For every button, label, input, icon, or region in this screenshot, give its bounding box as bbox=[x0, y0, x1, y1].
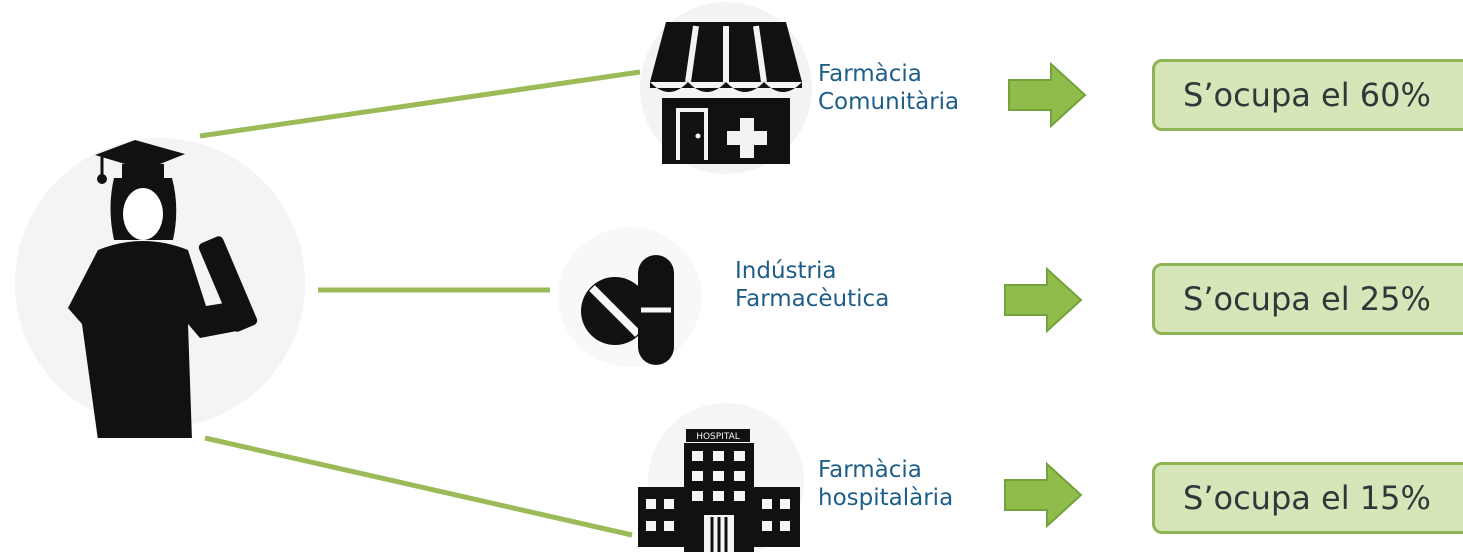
branch-label-hospital: Farmàcia hospitalària bbox=[818, 456, 953, 512]
svg-text:HOSPITAL: HOSPITAL bbox=[696, 432, 740, 442]
branch-label-line2: Comunitària bbox=[818, 89, 960, 115]
branch-label-line2: Farmacèutica bbox=[735, 286, 890, 312]
hospital-icon: HOSPITAL bbox=[636, 403, 816, 557]
branch-label-line1: Farmàcia bbox=[818, 457, 922, 483]
arrow-right-icon bbox=[1004, 267, 1083, 333]
graduate-icon bbox=[10, 128, 310, 440]
connector-line-hospital bbox=[204, 435, 633, 538]
share-box-hospital: S’ocupa el 15% bbox=[1152, 462, 1463, 534]
connector-line-pharmacy bbox=[199, 69, 641, 139]
branch-label-line1: Farmàcia bbox=[818, 61, 922, 87]
branch-label-line1: Indústria bbox=[735, 258, 837, 284]
pills-icon bbox=[555, 225, 705, 370]
branch-label-pharmacy: Farmàcia Comunitària bbox=[818, 60, 959, 116]
branch-label-line2: hospitalària bbox=[818, 485, 954, 511]
arrow-right-icon bbox=[1008, 62, 1087, 128]
share-box-industry: S’ocupa el 25% bbox=[1152, 263, 1463, 335]
share-box-pharmacy: S’ocupa el 60% bbox=[1152, 59, 1463, 131]
branch-label-industry: Indústria Farmacèutica bbox=[735, 257, 889, 313]
arrow-right-icon bbox=[1004, 462, 1083, 528]
pharmacy-store-icon bbox=[636, 2, 816, 174]
